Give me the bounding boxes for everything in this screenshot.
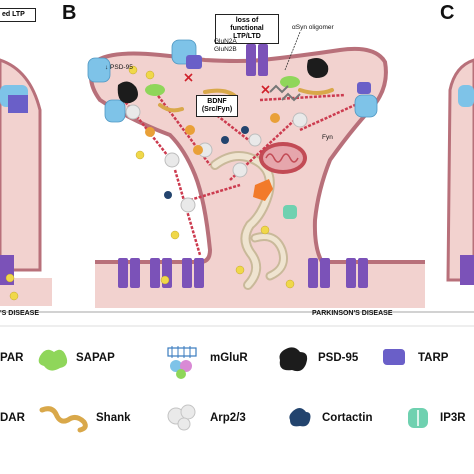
parkinsons-disease-label: PARKINSON'S DISEASE bbox=[312, 310, 393, 317]
panel-a-disease-partial: 'S DISEASE bbox=[0, 310, 40, 317]
glun2b-label: GluN2B bbox=[214, 46, 237, 53]
bdnf-line2: (Src/Fyn) bbox=[201, 106, 233, 113]
psd95-legend-icon bbox=[279, 347, 308, 372]
cortactin bbox=[164, 126, 249, 199]
membrane-receptors-bottom bbox=[118, 258, 368, 288]
loss-of-function-box: loss of functional LTP/LTD bbox=[215, 14, 279, 44]
kinase bbox=[253, 179, 273, 201]
legend-sapap-label: SAPAP bbox=[76, 352, 115, 364]
ip3r-legend-icon bbox=[408, 408, 428, 428]
psd95-decrease-label: ↓ PSD-95 bbox=[105, 64, 133, 71]
inhibition-marks bbox=[184, 73, 270, 94]
shank-chains bbox=[158, 88, 334, 113]
asyn-oligomers bbox=[269, 84, 301, 102]
panel-label-b: B bbox=[62, 2, 77, 24]
src-fyn bbox=[145, 113, 280, 155]
legend-par-label: PAR bbox=[0, 352, 24, 364]
mglur-legend-icon bbox=[167, 346, 197, 379]
legend-dar-label: DAR bbox=[0, 412, 25, 424]
loss-of-function-line1: loss of functional bbox=[230, 17, 264, 32]
glun2a-label: GluN2A bbox=[214, 38, 237, 45]
fyn-label: Fyn bbox=[322, 134, 333, 141]
nmda-receptors bbox=[246, 44, 268, 76]
legend-arp23-label: Arp2/3 bbox=[210, 412, 246, 424]
panel-a-partial bbox=[0, 58, 52, 306]
psd95-clusters bbox=[117, 58, 329, 104]
calcium-ions bbox=[5, 65, 295, 301]
legend-shank-label: Shank bbox=[96, 412, 131, 424]
asyn-pointer bbox=[284, 31, 301, 71]
bdnf-line1: BDNF bbox=[207, 98, 227, 105]
tarp bbox=[186, 55, 371, 94]
sapap-legend-icon bbox=[38, 349, 68, 371]
legend-psd95-label: PSD-95 bbox=[318, 352, 359, 364]
legend-ip3r-label: IP3R bbox=[440, 412, 466, 424]
panel-c-partial bbox=[446, 58, 474, 285]
panel-label-c: C bbox=[440, 2, 455, 24]
sapap-clusters bbox=[145, 76, 300, 96]
legend-mglur-label: mGluR bbox=[210, 352, 248, 364]
loss-of-function-line2: LTP/LTD bbox=[233, 33, 261, 40]
legend-icons bbox=[38, 346, 405, 379]
arp23-legend-icon bbox=[167, 404, 196, 431]
asyn-oligomer-label: αSyn oligomer bbox=[292, 24, 334, 31]
shank-legend-icon bbox=[39, 406, 88, 433]
legend-tarp-label: TARP bbox=[418, 352, 449, 364]
legend-cortactin-label: Cortactin bbox=[322, 412, 373, 424]
panel-a-box-text: ed LTP bbox=[2, 11, 25, 18]
ip3r bbox=[283, 205, 297, 219]
dendritic-spine bbox=[89, 46, 425, 308]
legend-icons-row2 bbox=[39, 404, 428, 433]
mitochondrion bbox=[259, 142, 307, 174]
cortactin-legend-icon bbox=[289, 408, 311, 427]
tarp-legend-icon bbox=[383, 349, 405, 365]
bdnf-box: BDNF (Src/Fyn) bbox=[196, 95, 238, 117]
panel-a-box-partial: ed LTP bbox=[0, 8, 36, 22]
